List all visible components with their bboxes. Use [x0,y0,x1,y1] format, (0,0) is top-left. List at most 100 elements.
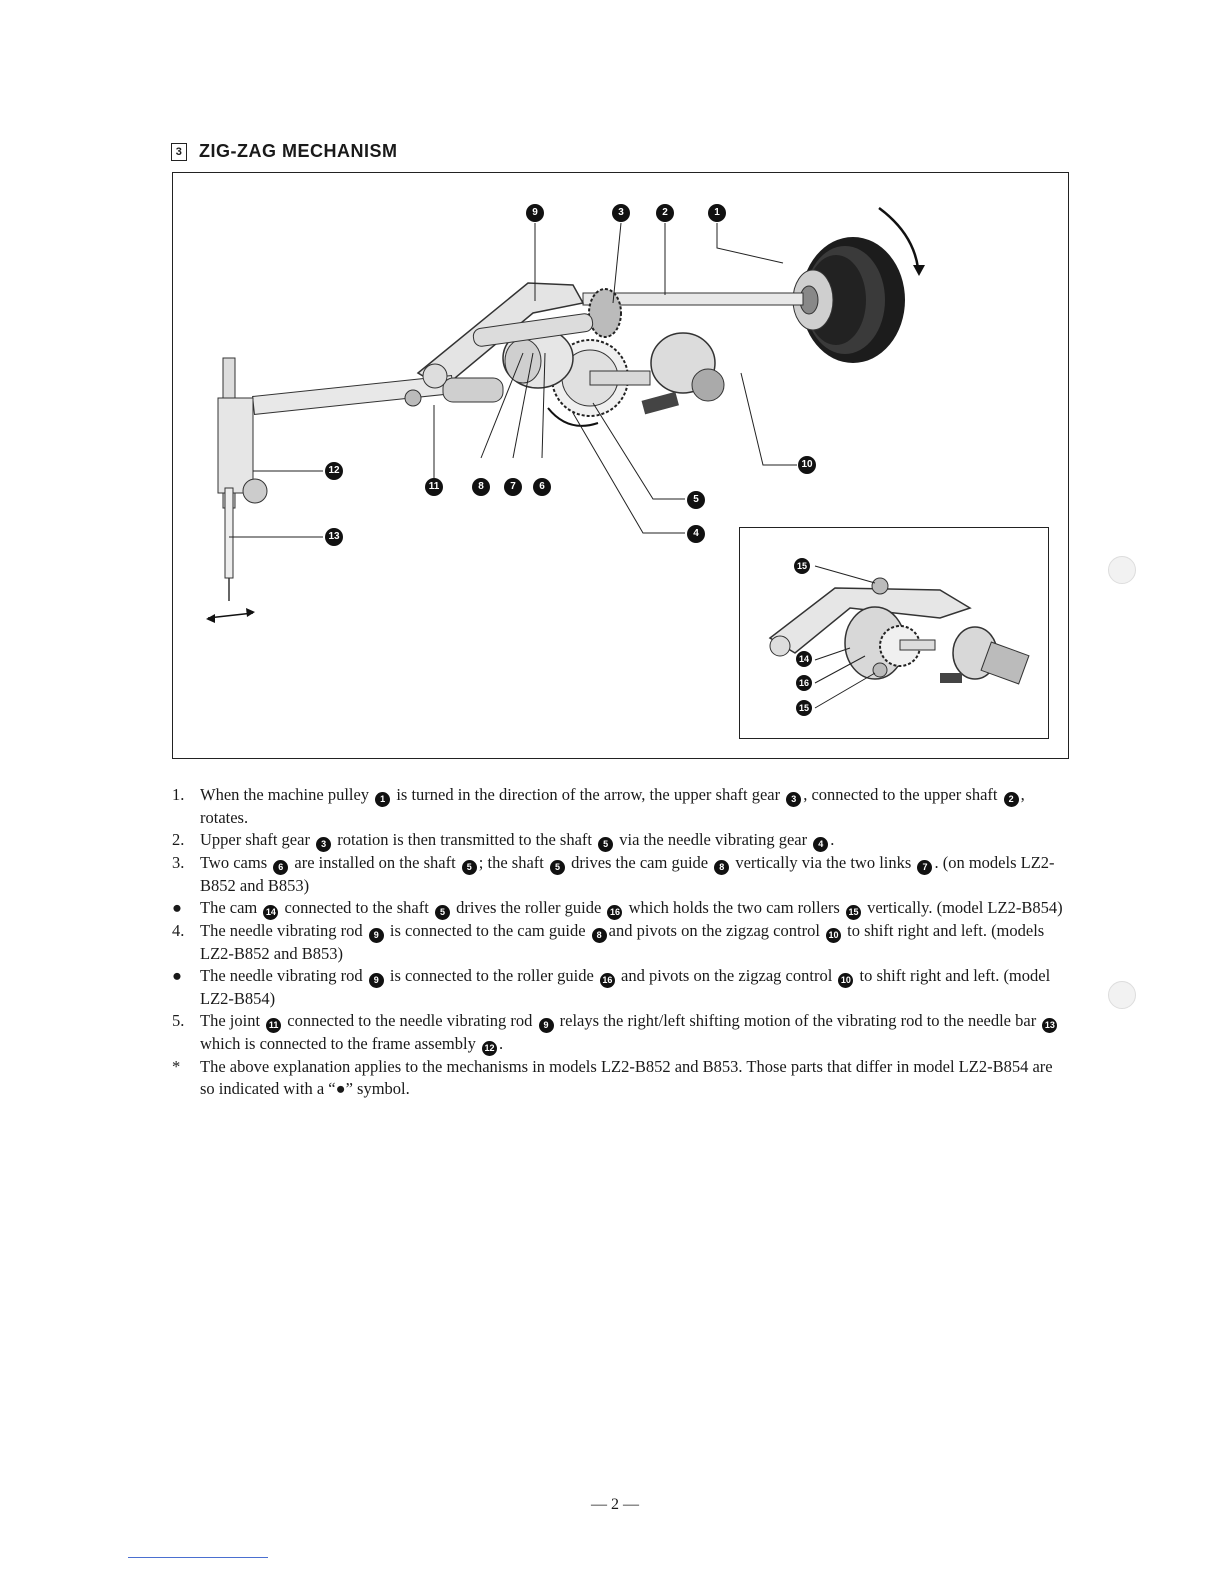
callout-8: 8 [472,478,490,496]
part-number-badge: 4 [813,837,829,852]
machine-pulley [792,237,905,363]
part-number-badge: 3 [786,792,802,807]
connecting-rod [252,375,454,415]
callout-12: 12 [325,462,343,480]
text-run: via the needle vibrating gear [615,830,812,849]
text-run: The above explanation applies to the mec… [200,1057,1053,1098]
inset-illustration-lz2-b854: 15 14 16 15 [739,527,1049,739]
rotation-arrow-head [913,265,925,276]
frame-assembly [217,357,268,509]
inset-callout-15-bottom: 15 [796,700,812,716]
text-run: The cam [200,898,262,917]
needle-bar [224,487,234,601]
callout-7: 7 [504,478,522,496]
cam-guide [502,327,574,389]
rotation-arrow [878,206,920,269]
item-text: Upper shaft gear 3 rotation is then tran… [200,829,1064,852]
item-marker: ● [172,898,182,917]
text-run: which holds the two cam rollers [624,898,844,917]
text-run: drives the cam guide [566,853,713,872]
text-run: . [830,830,835,849]
section-heading: 3 ZIG-ZAG MECHANISM [171,141,397,162]
text-run: , connected to the upper shaft [803,785,1002,804]
part-number-badge: 5 [598,837,614,852]
part-number-badge: 10 [826,928,842,943]
text-run: The joint [200,1011,265,1030]
needle-motion-arrow [207,612,254,619]
text-run: connected to the needle vibrating rod [283,1011,537,1030]
binding-hole-mark [1108,981,1136,1009]
list-item: 4. The needle vibrating rod 9 is connect… [172,920,1064,965]
zigzag-control [641,332,725,415]
part-number-badge: 7 [917,860,933,875]
part-number-badge: 12 [481,1041,497,1056]
item-text: Two cams 6 are installed on the shaft 5;… [200,852,1064,897]
part-number-badge: 11 [266,1018,282,1033]
text-run: The needle vibrating rod [200,966,367,985]
callout-2: 2 [656,204,674,222]
item-text: The above explanation applies to the mec… [200,1056,1064,1100]
inset-callout-14: 14 [796,651,812,667]
item-text: The needle vibrating rod 9 is connected … [200,965,1064,1010]
part-number-badge: 16 [599,973,615,988]
item-marker: * [172,1057,181,1076]
upper-shaft [582,292,804,306]
callout-10: 10 [798,456,816,474]
list-item: 2. Upper shaft gear 3 rotation is then t… [172,829,1064,852]
zigzag-mechanism-illustration: 9 3 2 1 12 13 11 8 7 6 10 5 4 [172,172,1069,759]
part-number-badge: 8 [714,860,730,875]
inset-callout-16: 16 [796,675,812,691]
callout-6: 6 [533,478,551,496]
item-marker: 2. [172,830,185,849]
text-run: to shift right and left. (models LZ2-B85… [200,921,1045,963]
callout-5: 5 [687,491,705,509]
item-text: The cam 14 connected to the shaft 5 driv… [200,897,1064,920]
part-number-badge: 9 [368,928,384,943]
list-item: 3. Two cams 6 are installed on the shaft… [172,852,1064,897]
part-number-badge: 9 [368,973,384,988]
part-number-badge: 3 [316,837,332,852]
text-run: . [498,1034,504,1053]
list-item: 1. When the machine pulley 1 is turned i… [172,784,1064,829]
leader-lines [229,222,797,538]
part-number-badge: 5 [549,860,565,875]
text-run: Upper shaft gear [200,830,315,849]
text-run: drives the roller guide [451,898,606,917]
part-number-badge: 1 [375,792,391,807]
item-text: The joint 11 connected to the needle vib… [200,1010,1064,1056]
part-number-badge: 8 [591,928,607,943]
item-text: When the machine pulley 1 is turned in t… [200,784,1064,829]
text-run: and pivots on the zigzag control [616,966,837,985]
text-run: . (on models LZ2-B852 and B853) [200,853,1055,895]
text-run: which is connected to the frame assembly [200,1034,480,1053]
item-marker: 5. [172,1011,185,1030]
mechanism-drawing [206,206,925,623]
part-number-badge: 15 [845,905,861,920]
text-run: , rotates. [200,785,1025,827]
callout-3: 3 [612,204,630,222]
text-run: vertically via the two links [731,853,916,872]
callout-9: 9 [526,204,544,222]
callout-11: 11 [425,478,443,496]
item-text: The needle vibrating rod 9 is connected … [200,920,1064,965]
part-number-badge: 10 [838,973,854,988]
text-run: ; the shaft [478,853,548,872]
callout-13: 13 [325,528,343,546]
text-run: and pivots on the zigzag control [608,921,825,940]
section-title: ZIG-ZAG MECHANISM [199,141,398,161]
text-run: connected to the shaft [280,898,433,917]
footer-rule [128,1557,268,1558]
part-number-badge: 2 [1003,792,1019,807]
page-number: — 2 — [591,1496,639,1513]
text-run: are installed on the shaft [290,853,460,872]
list-item: ● The cam 14 connected to the shaft 5 dr… [172,897,1064,920]
text-run: The needle vibrating rod [200,921,367,940]
item-marker: 1. [172,785,185,804]
text-run: is connected to the roller guide [385,966,598,985]
text-run: When the machine pulley [200,785,374,804]
item-marker: 4. [172,921,185,940]
callout-4: 4 [687,525,705,543]
text-run: is connected to the cam guide [385,921,590,940]
text-run: relays the right/left shifting motion of… [555,1011,1041,1030]
part-number-badge: 5 [434,905,450,920]
